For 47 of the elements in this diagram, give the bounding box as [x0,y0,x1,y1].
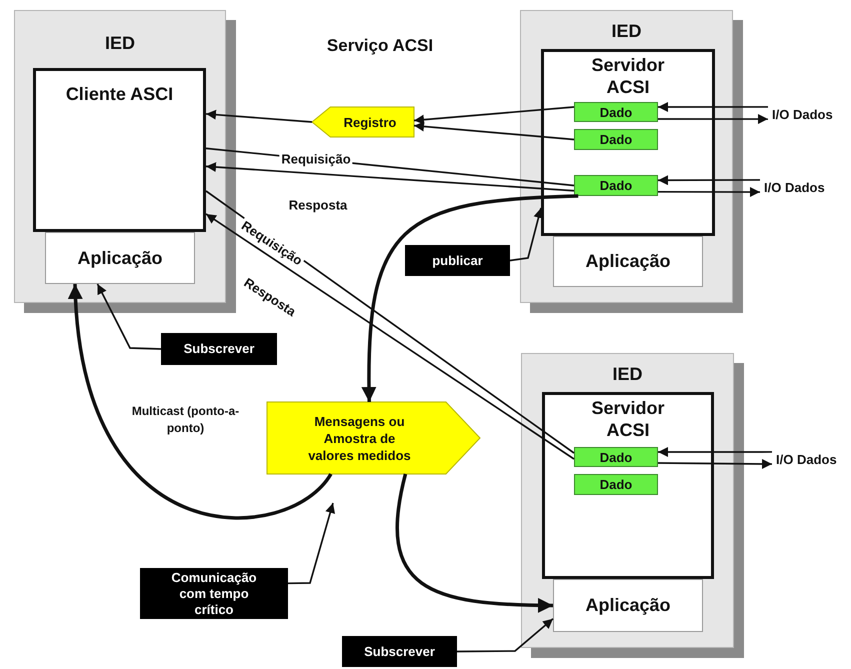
data-box: Dado [574,474,658,495]
note-box: Subscrever [342,636,457,667]
module-box [541,49,715,236]
arrow [206,110,312,123]
note-box: publicar [405,245,510,276]
data-box: Dado [574,102,658,122]
data-box: Dado [574,175,658,196]
arrow [658,102,768,112]
application-box: Aplicação [553,579,703,632]
io-label: I/O Dados [768,103,850,125]
arrow [414,106,574,125]
box-title: Servidor ACSI [590,397,666,441]
arrow [658,458,772,469]
panel-title: IED [104,33,135,54]
edge-label: Requisição [279,152,353,166]
diagram-title: Serviço ACSI [326,36,434,56]
arrow [96,284,162,350]
arrow [457,618,554,652]
box-title: Servidor ACSI [590,54,666,98]
io-label: I/O Dados [772,448,850,470]
data-box: Dado [574,447,658,467]
arrow [68,284,332,520]
arrow [658,187,760,198]
arrow [414,121,574,140]
box-title: Cliente ASCI [64,83,174,105]
arrow [288,502,336,584]
data-box: Dado [574,129,658,150]
arrow [658,114,768,124]
arrow [510,208,544,262]
arrow [206,162,574,192]
panel-title: IED [611,21,642,42]
arrow [658,175,760,186]
panel-title: IED [612,364,642,385]
tag-pentagon: Registro [312,107,414,137]
arrow [396,474,554,613]
arrow [362,194,578,402]
note-box: Comunicação com tempo crítico [140,568,288,619]
application-box: Aplicação [45,232,195,284]
note-text: Multicast (ponto-a-ponto) [130,403,240,437]
arrow [658,447,772,457]
note-box: Subscrever [161,333,277,365]
edge-label: Resposta [286,198,350,212]
module-box [33,68,206,232]
application-box: Aplicação [553,236,703,287]
module-box [542,392,714,579]
message-pentagon: Mensagens ou Amostra de valores medidos [267,402,480,474]
io-label: I/O Dados [760,176,850,198]
